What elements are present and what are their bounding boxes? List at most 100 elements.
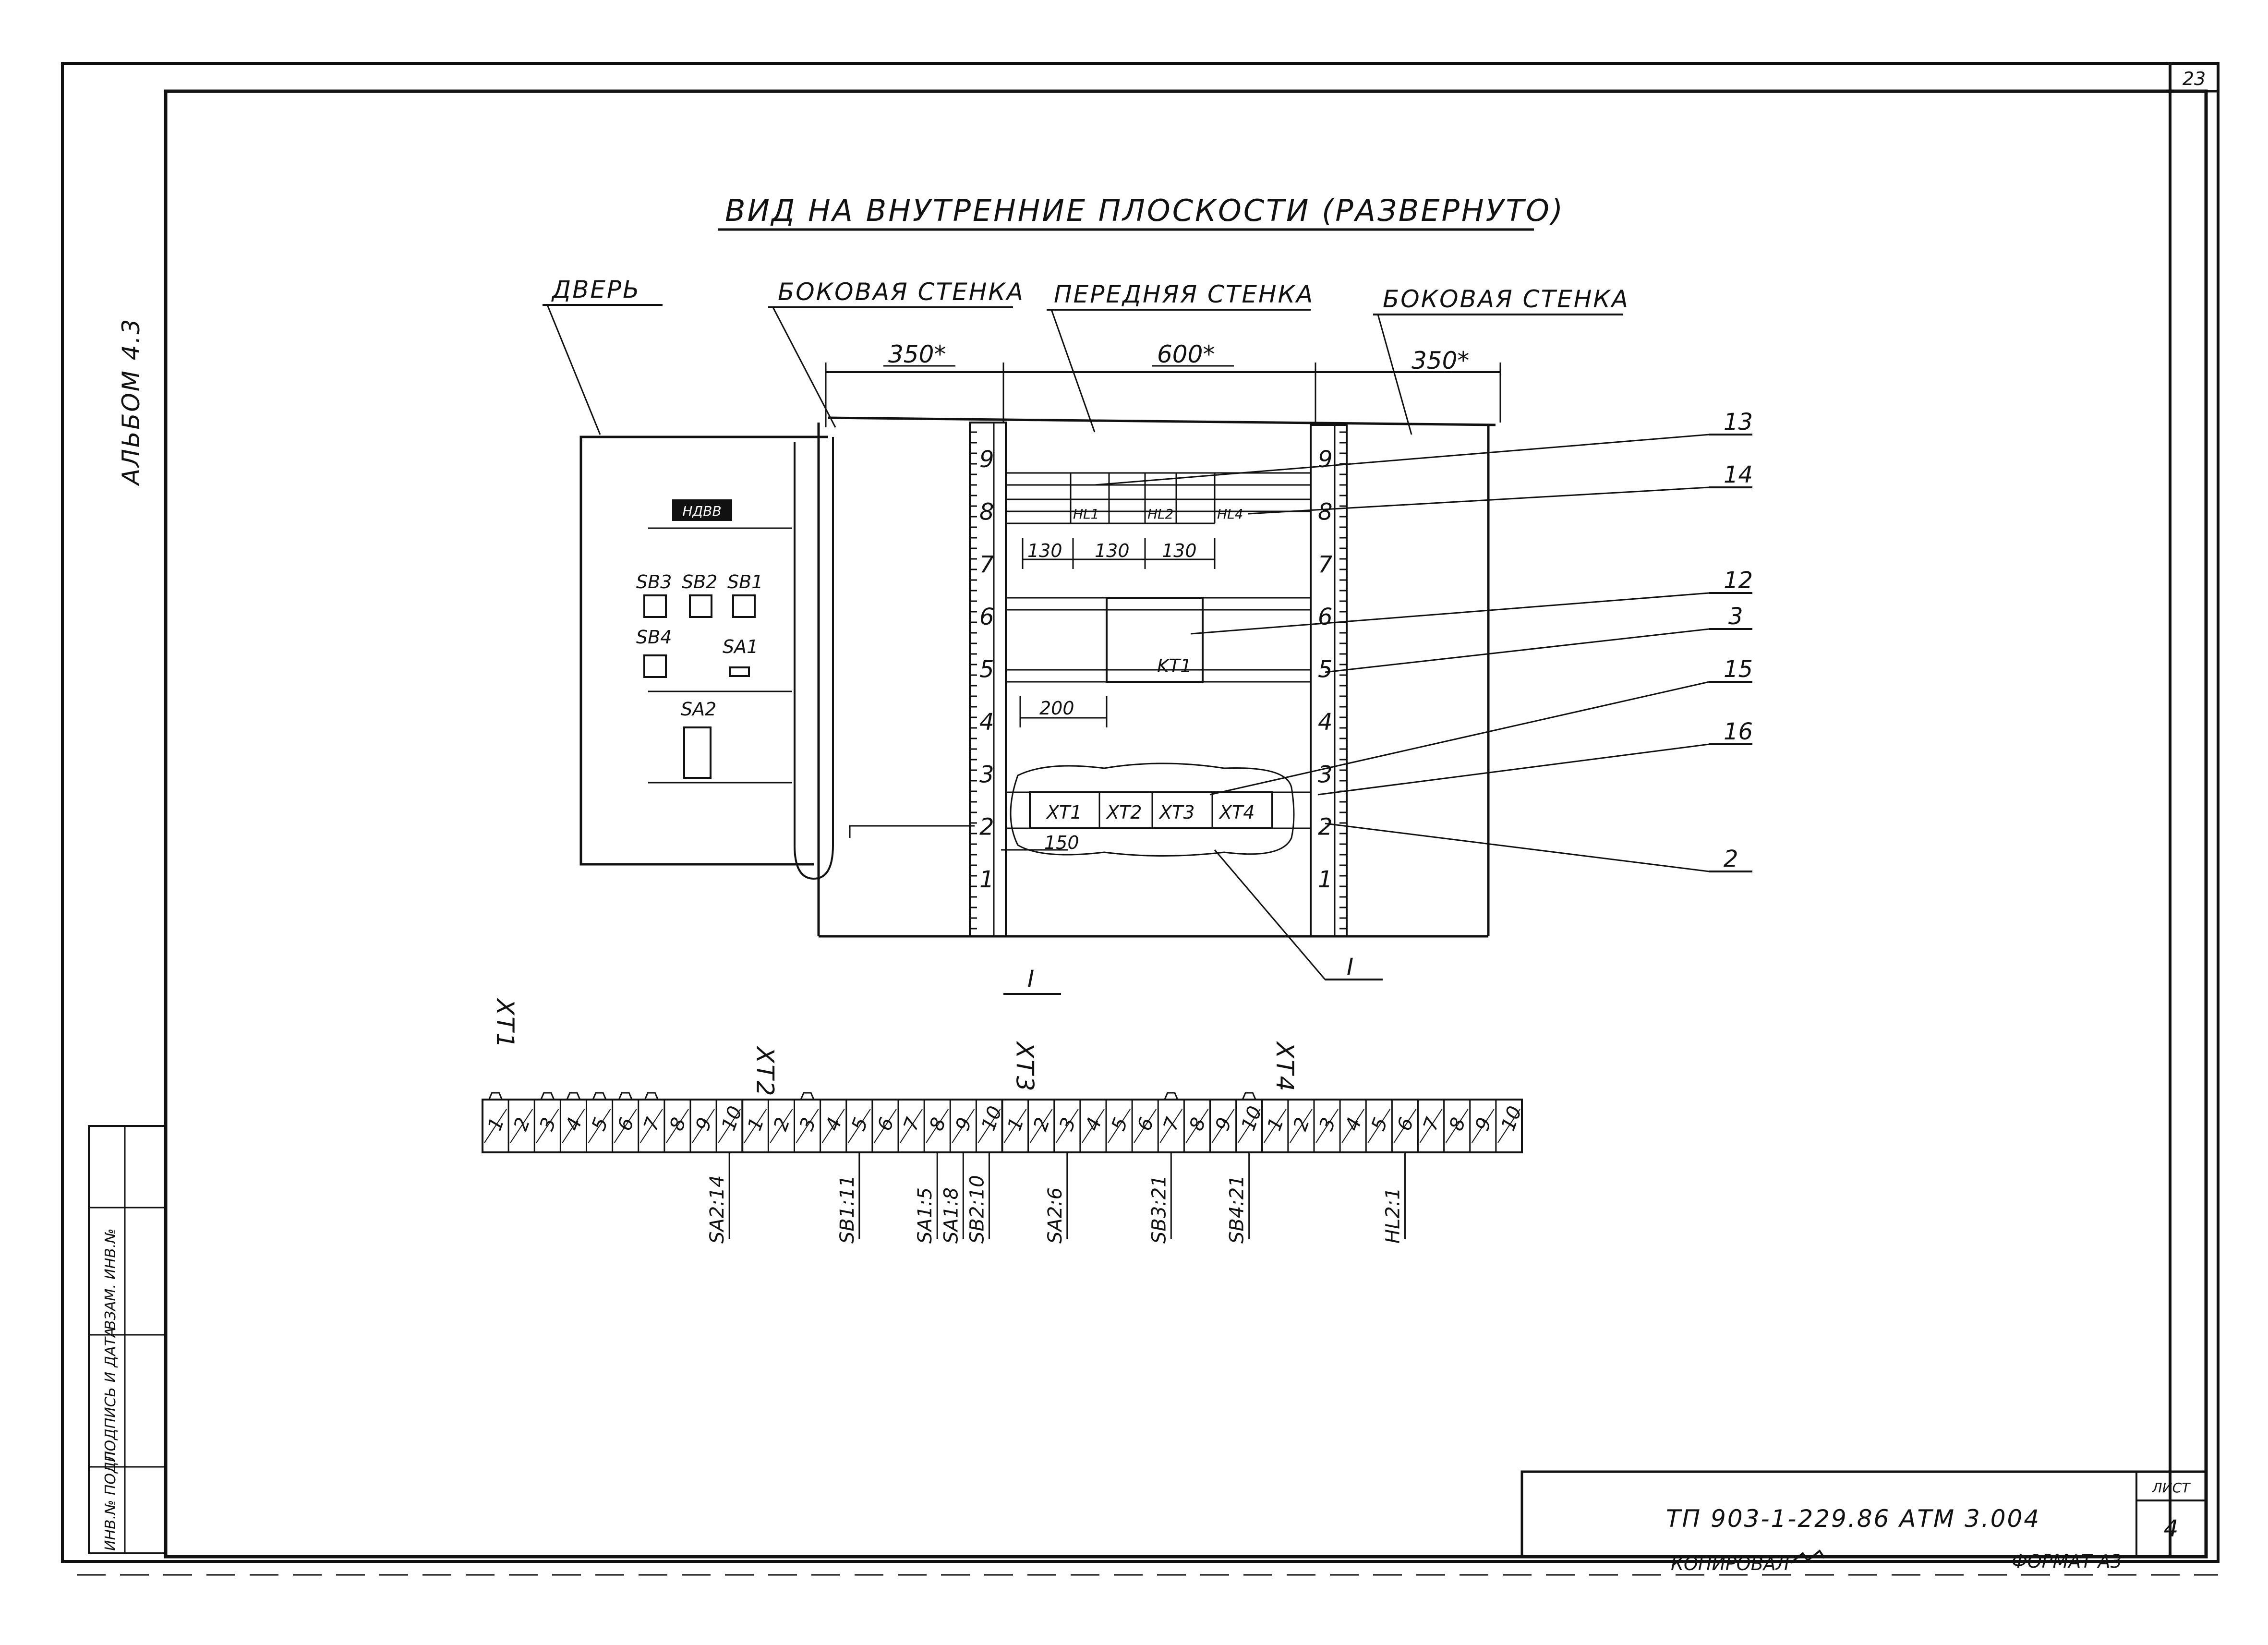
rail-number-right: 5 xyxy=(1318,656,1333,683)
terminal-block-label: XT1 xyxy=(491,997,519,1050)
button-sb2 xyxy=(689,594,712,618)
btn-label-sb1: SB1 xyxy=(727,571,763,593)
switch-sa2 xyxy=(683,726,712,779)
view-title-text: ВИД НА ВНУТРЕННИЕ ПЛОСКОСТИ (РАЗВЕРНУТО) xyxy=(725,193,1565,228)
terminal-slash xyxy=(1237,1109,1261,1143)
rail-number-left: 1 xyxy=(979,866,994,893)
title-block: ТП 903-1-229.86 АТМ 3.004 ЛИСТ 4 КОПИРОВ… xyxy=(1520,1470,2208,1574)
terminal-slash xyxy=(926,1109,949,1143)
callout-13: 13 xyxy=(1724,409,1753,435)
cabinet-body xyxy=(794,416,1496,938)
indicator-row: HL1 HL2 HL4 130 130 130 xyxy=(1006,472,1311,569)
button-sb4 xyxy=(643,654,667,678)
left-rail xyxy=(969,422,1007,937)
rail-number-right: 3 xyxy=(1318,761,1333,788)
callout-14: 14 xyxy=(1724,461,1753,488)
callout-16: 16 xyxy=(1724,718,1753,745)
terminal-slash xyxy=(718,1109,741,1143)
label-side-wall-left: БОКОВАЯ СТЕНКА xyxy=(778,278,1025,306)
top-dimensions: 350* 600* 350* xyxy=(825,340,1501,427)
terminal-slash xyxy=(1134,1109,1157,1143)
relay-row: KT1 200 xyxy=(1006,597,1311,727)
dim-right-width: 350* xyxy=(1411,347,1469,375)
terminal-clamp xyxy=(566,1092,581,1100)
terminal-number: 8 xyxy=(926,1115,951,1134)
terminal-slash xyxy=(770,1109,793,1143)
callout-15: 15 xyxy=(1724,656,1753,683)
dim-block-w3: 130 xyxy=(1162,540,1197,561)
device-hl1: HL1 xyxy=(1073,506,1099,522)
connection-label: SA1:5 xyxy=(914,1187,936,1244)
connection-label: SB1:11 xyxy=(836,1175,858,1244)
terminal-slash xyxy=(847,1109,871,1143)
terminal-slash xyxy=(744,1109,767,1143)
rail-number-right: 8 xyxy=(1318,498,1333,525)
rail-number-left: 4 xyxy=(979,709,994,736)
terminal-number: 2 xyxy=(1289,1115,1314,1134)
rail-number-right: 7 xyxy=(1318,551,1333,578)
device-hl2: HL2 xyxy=(1147,506,1173,522)
callout-3: 3 xyxy=(1728,603,1743,630)
callout-2: 2 xyxy=(1724,846,1738,872)
terminal-number: 5 xyxy=(1367,1115,1392,1134)
device-kt1: KT1 xyxy=(1157,655,1192,677)
button-sb3 xyxy=(643,594,667,618)
terminal-number: 9 xyxy=(1471,1115,1496,1134)
terminal-clamp xyxy=(488,1092,503,1100)
terminal-slash xyxy=(1159,1109,1183,1143)
rail-number-left: 7 xyxy=(979,551,994,578)
connection-label: SA2:14 xyxy=(706,1175,728,1244)
terminal-number: 7 xyxy=(899,1114,924,1134)
right-rail xyxy=(1310,424,1348,937)
terminal-slash xyxy=(1367,1109,1391,1143)
terminal-clamp xyxy=(1164,1092,1179,1100)
terminal-slash xyxy=(952,1109,975,1143)
section-labels: ДВЕРЬ БОКОВАЯ СТЕНКА ПЕРЕДНЯЯ СТЕНКА БОК… xyxy=(543,276,1629,435)
sheet-value: 4 xyxy=(2164,1515,2179,1542)
sheet-number-box: 23 xyxy=(2169,62,2219,92)
terminal-number: 2 xyxy=(770,1115,795,1134)
format-label: ФОРМАТ А3 xyxy=(2012,1551,2122,1572)
terminal-number: 3 xyxy=(1055,1115,1080,1134)
terminal-number: 4 xyxy=(1081,1115,1106,1134)
view-title: ВИД НА ВНУТРЕННИЕ ПЛОСКОСТИ (РАЗВЕРНУТО) xyxy=(718,193,1565,231)
album-label: АЛЬБОМ 4.3 xyxy=(117,318,145,486)
dim-block-w2: 130 xyxy=(1095,540,1130,561)
connection-label: SA1:8 xyxy=(940,1187,962,1244)
terminal-number: 5 xyxy=(847,1115,872,1134)
label-side-wall-right: БОКОВАЯ СТЕНКА xyxy=(1383,285,1629,313)
terminal-slash xyxy=(977,1109,1001,1143)
terminal-row: XT1 XT2 XT3 XT4 150 xyxy=(1001,762,1312,857)
device-xt2: XT2 xyxy=(1106,802,1142,823)
side-stamp: ИНВ.№ ПОДЛ. ПОДПИСЬ И ДАТА ВЗАМ. ИНВ.№ xyxy=(88,1125,167,1554)
terminal-number: 6 xyxy=(614,1115,639,1134)
terminal-slash xyxy=(692,1109,715,1143)
device-xt1: XT1 xyxy=(1046,802,1082,823)
terminal-number: 2 xyxy=(510,1115,535,1134)
terminal-number: 9 xyxy=(952,1115,977,1134)
rail-number-right: 4 xyxy=(1318,709,1333,736)
terminal-slash xyxy=(1341,1109,1365,1143)
terminal-clamp xyxy=(644,1092,659,1100)
rail-number-left: 9 xyxy=(979,446,994,473)
sheet-label: ЛИСТ xyxy=(2152,1480,2191,1496)
rail-number-left: 3 xyxy=(979,761,994,788)
terminal-slash xyxy=(666,1109,689,1143)
terminal-slash xyxy=(821,1109,845,1143)
terminal-slash xyxy=(1029,1109,1053,1143)
terminal-slash xyxy=(588,1109,611,1143)
door-panel: НДВВ SB3 SB2 SB1 SB4 SA1 SA2 xyxy=(579,435,828,866)
terminal-slash xyxy=(536,1109,559,1143)
terminal-slash xyxy=(900,1109,923,1143)
terminal-number: 7 xyxy=(1159,1114,1184,1134)
terminal-clamp xyxy=(592,1092,607,1100)
stamp-signature-date: ПОДПИСЬ И ДАТА xyxy=(102,1328,119,1462)
door-nameplate xyxy=(672,499,732,521)
connection-label: SB3:21 xyxy=(1148,1175,1170,1244)
door-nameplate-text: НДВВ xyxy=(682,503,721,519)
